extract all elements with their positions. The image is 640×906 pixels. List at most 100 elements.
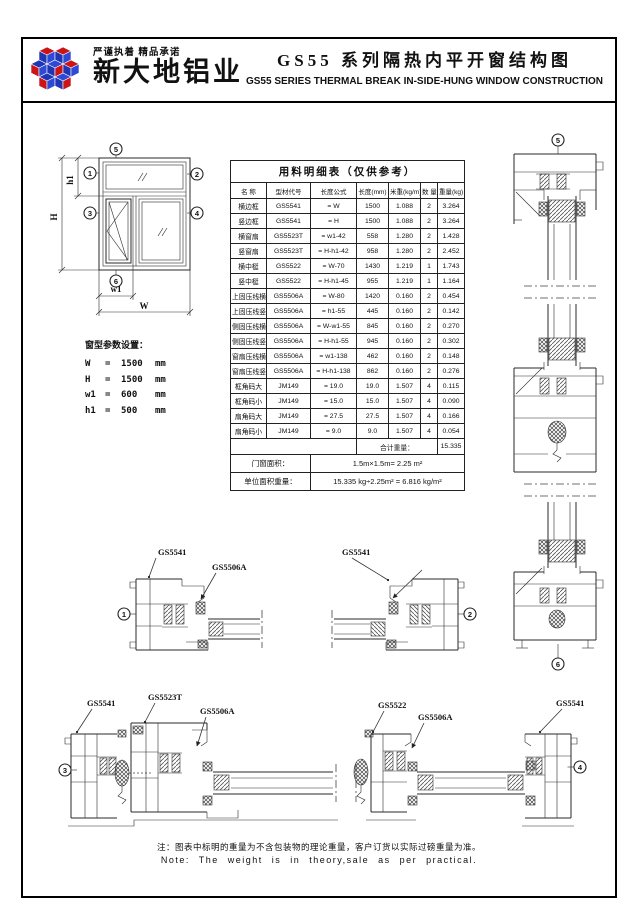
table-cell: 2	[420, 318, 438, 334]
col-length: 长度(mm)	[356, 182, 389, 199]
area-value: 1.5m×1.5m= 2.25 m²	[309, 454, 466, 473]
table-cell: GS5541	[266, 213, 311, 229]
table-cell: = 27.5	[310, 408, 357, 424]
table-cell: 0.160	[388, 303, 421, 319]
profile-label-gs5506a: GS5506A	[200, 706, 235, 716]
company-slogan: 严谨执着 精品承诺	[93, 48, 181, 58]
profile-label-gs5541: GS5541	[556, 698, 584, 708]
drawing-title-cn: GS55 系列隔热内平开窗结构图	[277, 51, 572, 70]
table-cell: 0.166	[436, 408, 466, 424]
table-cell: = H-h1-42	[310, 243, 357, 259]
table-cell: 0.160	[388, 333, 421, 349]
table-cell: 扇角码小	[230, 423, 267, 439]
total-value: 15.335	[436, 438, 466, 455]
balloon-4	[190, 206, 204, 220]
unit-weight-row: 单位面积重量： 15.335 kg÷2.25m² = 6.816 kg/m²	[230, 472, 466, 491]
table-cell: = H-h1-138	[310, 363, 357, 379]
table-cell: 4	[420, 408, 438, 424]
table-cell: 扇角码大	[230, 408, 267, 424]
table-cell: 955	[356, 273, 389, 289]
table-cell: 958	[356, 243, 389, 259]
svg-text:6: 6	[556, 660, 560, 669]
table-cell: 9.0	[356, 423, 389, 439]
hinge-gasket-cluster	[114, 729, 152, 805]
table-cell: = W-w1-55	[310, 318, 357, 334]
table-cell: 862	[356, 363, 389, 379]
table-header-row: 名 称 型材代号 长度公式 长度(mm) 米重(kg/m) 数 量 重量(kg)	[230, 182, 466, 199]
bottom-horizontal-sections: 3 GS5541 GS5523T GS5506A GS5522 GS5506A …	[58, 692, 587, 827]
table-cell: GS5506A	[266, 363, 311, 379]
profile-label-gs5522: GS5522	[378, 700, 406, 710]
table-cell: 竖边框	[230, 213, 267, 229]
table-cell: 1.088	[388, 213, 421, 229]
table-cell: 1.507	[388, 378, 421, 394]
table-cell: GS5506A	[266, 318, 311, 334]
table-cell: 1.280	[388, 228, 421, 244]
casement-sash	[105, 198, 132, 264]
footer-note: 注：图表中标明的重量为不含包装物的理论重量，客户订货以实际过磅重量为准。 Not…	[23, 841, 615, 865]
col-weight-per-m: 米重(kg/m)	[388, 182, 421, 199]
table-cell: 4	[420, 393, 438, 409]
table-cell: = H-h1-45	[310, 273, 357, 289]
table-cell: 0.160	[388, 348, 421, 364]
unit-weight-value: 15.335 kg÷2.25m² = 6.816 kg/m²	[309, 472, 466, 491]
profile-label-gs5506a: GS5506A	[212, 562, 247, 572]
table-cell: 1	[420, 273, 438, 289]
table-cell: 横边框	[230, 198, 267, 214]
table-cell: 1.507	[388, 408, 421, 424]
table-title-row: 用料明细表（仅供参考）	[229, 160, 466, 183]
table-title: 用料明细表（仅供参考）	[229, 160, 466, 183]
table-cell: 945	[356, 333, 389, 349]
head-frame-section	[513, 153, 604, 224]
table-cell: 3.264	[436, 198, 466, 214]
profile-label-gs5541: GS5541	[342, 547, 370, 557]
table-cell: GS5522	[266, 273, 311, 289]
balloon-1	[117, 607, 131, 621]
col-length-formula: 长度公式	[310, 182, 357, 199]
table-cell: GS5506A	[266, 333, 311, 349]
table-cell: 上固压线竖	[230, 303, 267, 319]
col-weight: 重量(kg)	[436, 182, 466, 199]
drawing-titles: GS55 系列隔热内平开窗结构图 GS55 SERIES THERMAL BRE…	[238, 46, 611, 87]
table-cell: = 15.0	[310, 393, 357, 409]
table-cell: JM149	[266, 393, 311, 409]
table-cell: 1.088	[388, 198, 421, 214]
bom-table: 用料明细表（仅供参考） 名 称 型材代号 长度公式 长度(mm) 米重(kg/m…	[229, 160, 466, 491]
svg-text:1: 1	[88, 169, 92, 178]
profile-label-gs5523t: GS5523T	[148, 692, 182, 702]
table-cell: 2	[420, 348, 438, 364]
dimension-lines: H h1 w1 W	[49, 154, 194, 316]
table-cell: 19.0	[356, 378, 389, 394]
table-cell: 2	[420, 198, 438, 214]
table-cell: 1.219	[388, 258, 421, 274]
dim-label-h1: h1	[65, 175, 75, 185]
left-glass-unit	[213, 764, 337, 802]
table-cell: 2.452	[436, 243, 466, 259]
unit-weight-label: 单位面积重量：	[230, 472, 311, 491]
table-cell: 窗扇压线横	[230, 348, 267, 364]
table-cell: GS5522	[266, 258, 311, 274]
table-cell: 上固压线横	[230, 288, 267, 304]
table-cell: JM149	[266, 378, 311, 394]
table-cell: 0.454	[436, 288, 466, 304]
balloon-6	[109, 274, 123, 288]
elevation-balloons: 5 1 2 3 4 6	[83, 142, 204, 288]
svg-text:2: 2	[468, 610, 472, 619]
svg-text:5: 5	[556, 136, 560, 145]
sill-frame-section	[513, 502, 604, 649]
table-cell: 3.264	[436, 213, 466, 229]
table-cell: 0.115	[436, 378, 466, 394]
right-jamb-section	[522, 733, 578, 827]
sash-section	[130, 722, 213, 813]
left-jamb-section	[64, 733, 117, 819]
mullion-section	[353, 729, 418, 821]
table-cell: GS5506A	[266, 303, 311, 319]
